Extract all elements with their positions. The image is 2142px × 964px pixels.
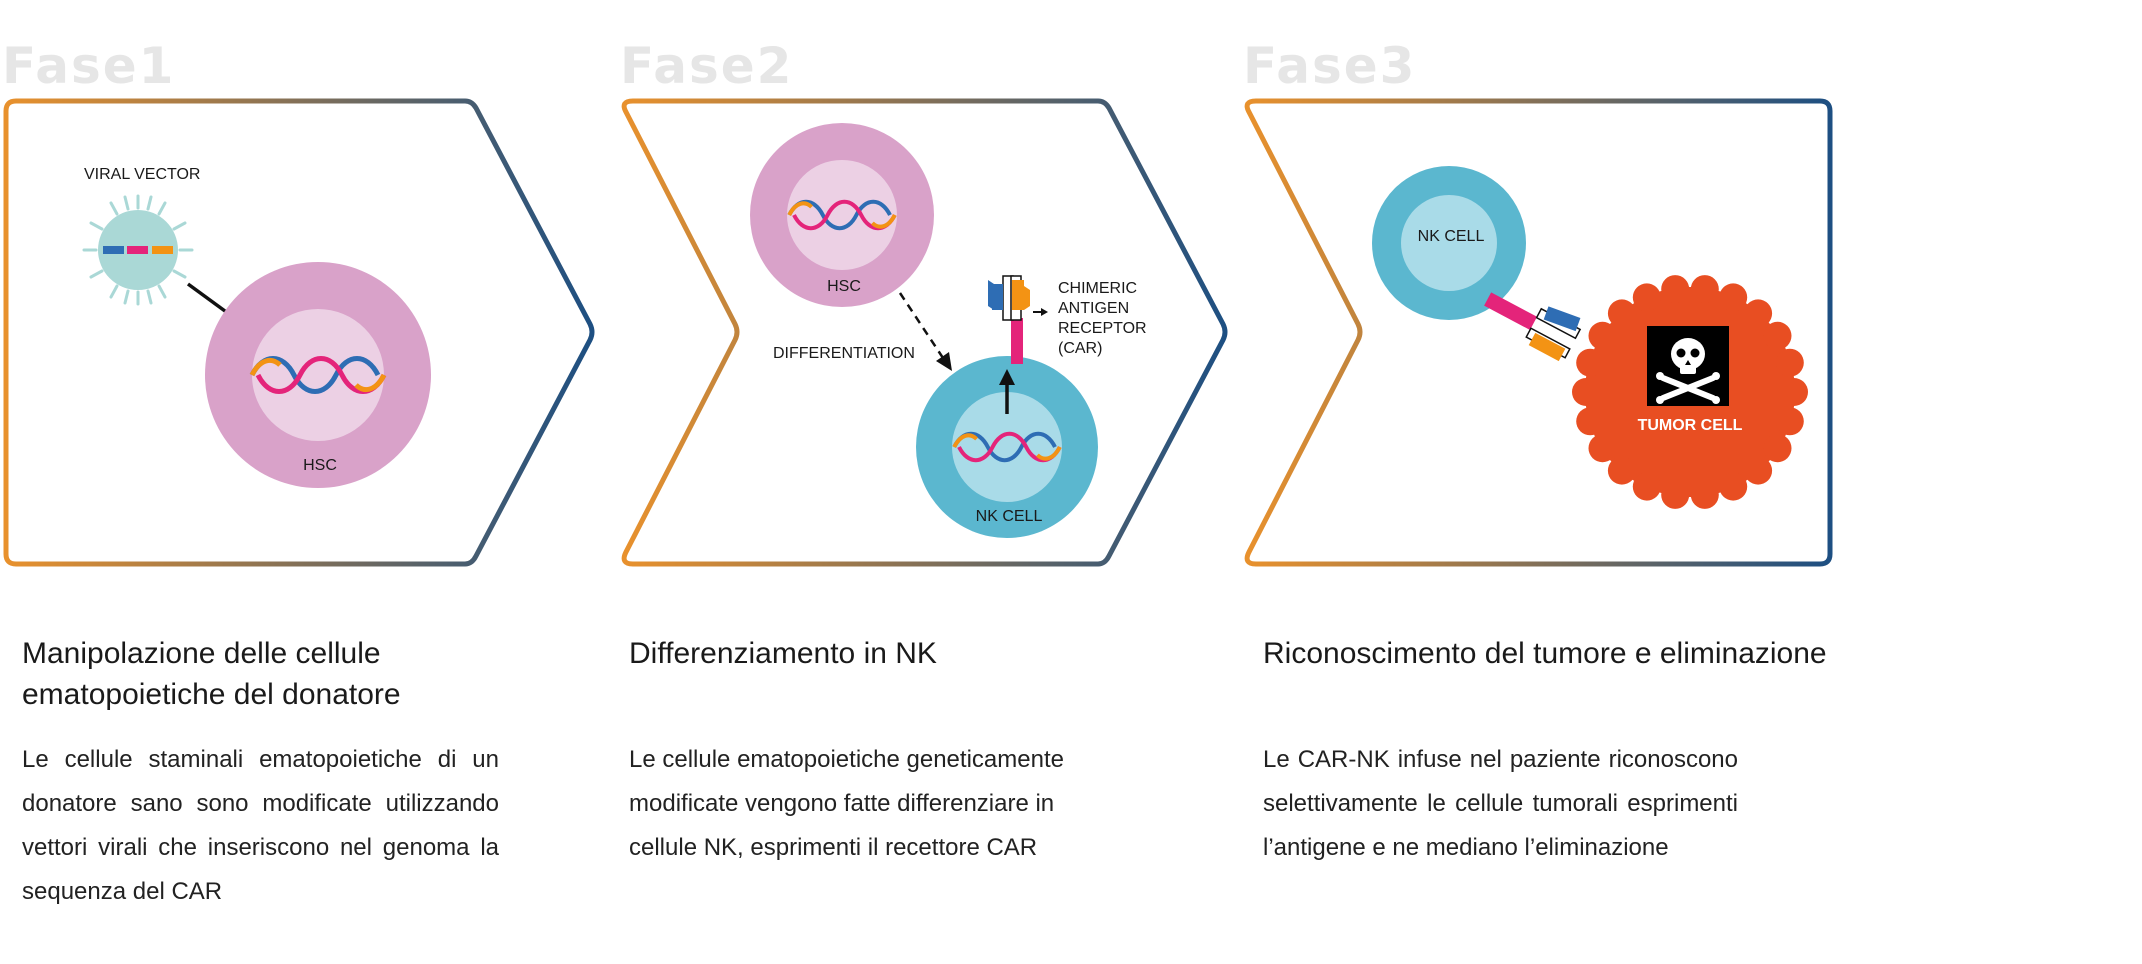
phase1-title: Manipolazione delle cellule ematopoietic…: [22, 637, 401, 711]
car-label: CHIMERIC ANTIGEN RECEPTOR (CAR): [1058, 280, 1151, 357]
tumor-bump: [1661, 480, 1690, 509]
car-pointer-arrow: [1033, 308, 1048, 316]
car-label-line2: ANTIGEN: [1058, 300, 1129, 317]
tumor-bump: [1719, 283, 1748, 312]
tumor-bump: [1576, 407, 1605, 436]
tumor-cell-label: TUMOR CELL: [1638, 417, 1743, 434]
tumor-bump: [1572, 378, 1600, 406]
tumor-bump: [1632, 283, 1661, 312]
nk-cell-label-phase2: NK CELL: [976, 508, 1043, 525]
nk-cell-phase3: [1372, 166, 1526, 320]
hsc-cell-phase1: [205, 262, 431, 488]
car-label-line4: (CAR): [1058, 340, 1102, 357]
hsc-label-phase1: HSC: [303, 457, 337, 474]
tumor-bump: [1632, 472, 1661, 501]
phase3-chevron: [1244, 98, 1833, 567]
tumor-bump: [1690, 480, 1719, 509]
tumor-bump: [1607, 299, 1636, 328]
tumor-bump: [1744, 456, 1773, 485]
nk-cell-label-phase3: NK CELL: [1418, 228, 1485, 245]
viral-vector-label: VIRAL VECTOR: [84, 166, 200, 183]
skull-crossbones-icon: [1647, 326, 1729, 406]
tumor-bump: [1690, 275, 1719, 304]
nk-cell-phase2: [916, 356, 1098, 538]
phase1-description: Le cellule staminali ematopoietiche di u…: [22, 746, 499, 905]
tumor-bump: [1763, 321, 1792, 350]
car-label-line3: RECEPTOR: [1058, 320, 1147, 337]
tumor-bump: [1607, 456, 1636, 485]
phase2-label: Fase2: [620, 37, 794, 95]
tumor-bump: [1763, 434, 1792, 463]
phase3-title: Riconoscimento del tumore e eliminazione: [1263, 637, 1827, 670]
tumor-bump: [1661, 275, 1690, 304]
phase2-title: Differenziamento in NK: [629, 637, 937, 670]
car-receptor-icon: [988, 275, 1030, 364]
car-label-line1: CHIMERIC: [1058, 280, 1137, 297]
car-binding-icon: [1484, 292, 1582, 362]
hsc-cell-phase2: [750, 123, 934, 307]
tumor-bump: [1719, 472, 1748, 501]
tumor-bump: [1780, 378, 1808, 406]
expression-arrow: [999, 369, 1015, 414]
phase1-chevron: [3, 98, 595, 567]
phase3-description: Le CAR-NK infuse nel paziente riconoscon…: [1263, 746, 1738, 861]
tumor-bump: [1775, 348, 1804, 377]
phase1-label: Fase1: [2, 37, 176, 95]
tumor-bump: [1775, 407, 1804, 436]
phase2-chevron: [621, 98, 1228, 567]
viral-vector-icon: [82, 194, 194, 306]
tumor-bump: [1744, 299, 1773, 328]
phase2-description: Le cellule ematopoietiche geneticamente …: [629, 746, 1064, 861]
differentiation-label: DIFFERENTIATION: [773, 345, 915, 362]
hsc-label-phase2: HSC: [827, 278, 861, 295]
tumor-bump: [1588, 321, 1617, 350]
differentiation-arrow: [898, 292, 952, 371]
diagram-canvas: VIRAL VECTOR HSC HSC: [3, 98, 1833, 567]
phase3-label: Fase3: [1243, 37, 1417, 95]
tumor-bump: [1576, 348, 1605, 377]
tumor-bump: [1588, 434, 1617, 463]
